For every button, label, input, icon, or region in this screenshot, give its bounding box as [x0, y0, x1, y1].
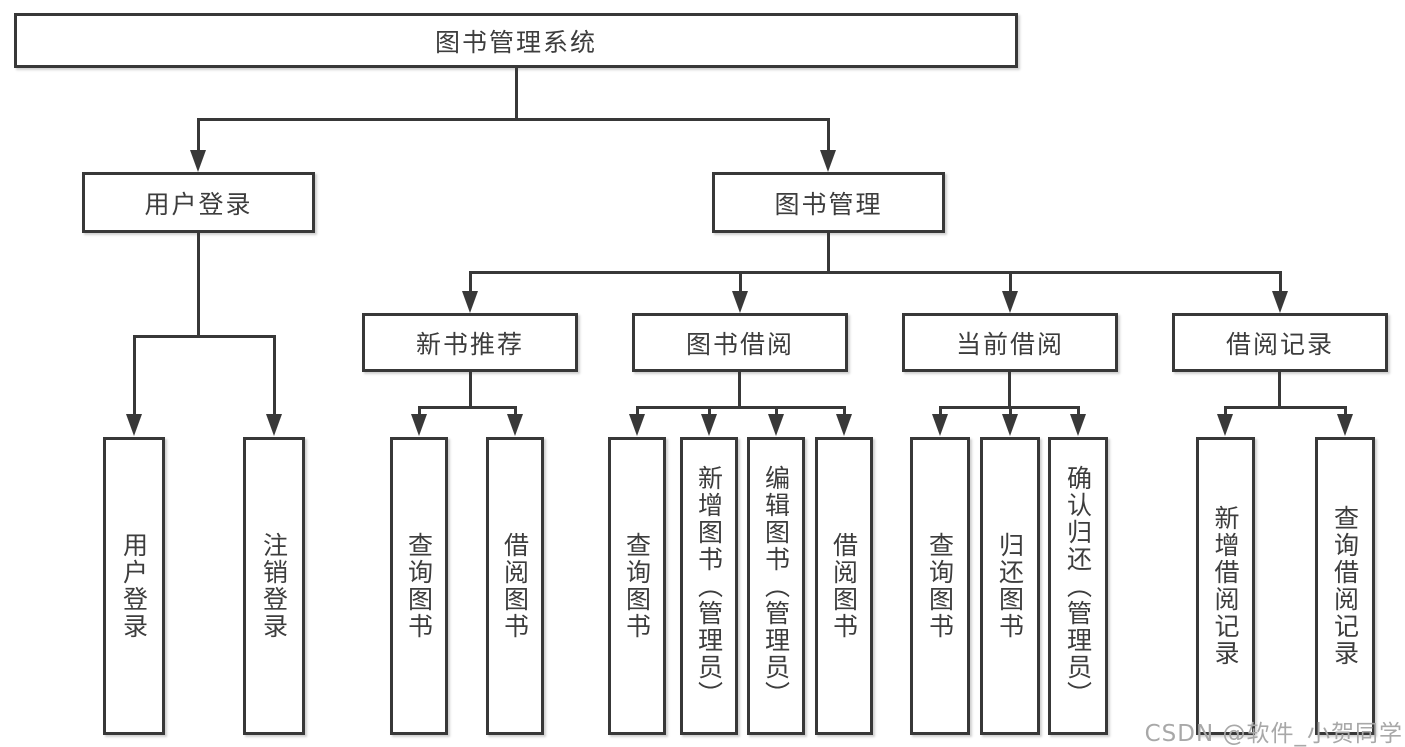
connector — [469, 271, 472, 295]
arrow-down-icon — [1002, 291, 1018, 313]
arrow-down-icon — [932, 414, 948, 436]
arrow-down-icon — [1002, 414, 1018, 436]
node-root-label: 图书管理系统 — [434, 27, 597, 57]
arrow-down-icon — [701, 414, 717, 436]
leaf-add-borrow-record: 新增借阅记录 — [1196, 437, 1255, 735]
connector — [133, 335, 136, 415]
connector — [514, 406, 517, 418]
arrow-down-icon — [266, 414, 282, 436]
leaf-logout-label: 注销登录 — [259, 532, 289, 640]
arrow-down-icon — [836, 414, 852, 436]
leaf-user-login: 用户登录 — [103, 437, 165, 735]
connector — [1009, 406, 1012, 418]
leaf-query-books-recommend: 查询图书 — [390, 437, 448, 735]
connector — [469, 271, 1281, 274]
arrow-down-icon — [411, 414, 427, 436]
connector — [739, 271, 742, 295]
connector — [775, 406, 778, 418]
leaf-borrow-books-recommend-label: 借阅图书 — [500, 532, 530, 640]
leaf-add-borrow-record-label: 新增借阅记录 — [1211, 505, 1240, 667]
leaf-query-books-current: 查询图书 — [910, 437, 970, 735]
arrow-down-icon — [190, 150, 206, 172]
arrow-down-icon — [1070, 414, 1086, 436]
connector — [197, 233, 200, 337]
leaf-query-books-borrowing-label: 查询图书 — [622, 532, 652, 640]
connector — [197, 118, 200, 152]
leaf-return-books: 归还图书 — [980, 437, 1040, 735]
node-book-borrowing-label: 图书借阅 — [685, 329, 794, 359]
leaf-borrow-books-label: 借阅图书 — [829, 532, 859, 640]
arrow-down-icon — [732, 291, 748, 313]
arrow-down-icon — [1272, 291, 1288, 313]
connector — [418, 406, 516, 409]
arrow-down-icon — [507, 414, 523, 436]
connector — [469, 372, 472, 408]
connector — [1279, 271, 1282, 295]
node-current-borrowing: 当前借阅 — [902, 313, 1118, 372]
connector — [843, 406, 846, 418]
arrow-down-icon — [768, 414, 784, 436]
node-user-login-label: 用户登录 — [144, 189, 253, 219]
leaf-edit-book-admin-label: 编辑图书（管理员） — [761, 464, 791, 708]
connector — [939, 406, 942, 418]
connector — [1077, 406, 1080, 418]
leaf-confirm-return-admin-label: 确认归还（管理员） — [1063, 464, 1093, 708]
node-borrow-records: 借阅记录 — [1172, 313, 1388, 372]
csdn-watermark: CSDN @软件_小贺同学 — [1144, 721, 1403, 747]
node-book-borrowing: 图书借阅 — [632, 313, 848, 372]
connector — [636, 406, 639, 418]
leaf-add-book-admin-label: 新增图书（管理员） — [694, 464, 724, 708]
leaf-borrow-books-recommend: 借阅图书 — [486, 437, 544, 735]
connector — [1224, 406, 1346, 409]
leaf-borrow-books: 借阅图书 — [815, 437, 873, 735]
node-book-management: 图书管理 — [712, 172, 945, 233]
connector — [708, 406, 711, 418]
leaf-query-books-current-label: 查询图书 — [925, 532, 955, 640]
connector — [133, 335, 275, 338]
leaf-query-books-recommend-label: 查询图书 — [404, 532, 434, 640]
leaf-query-borrow-record: 查询借阅记录 — [1315, 437, 1375, 735]
leaf-query-books-borrowing: 查询图书 — [608, 437, 666, 735]
leaf-edit-book-admin: 编辑图书（管理员） — [747, 437, 805, 735]
node-new-book-recommend: 新书推荐 — [362, 313, 578, 372]
connector — [1278, 372, 1281, 408]
node-book-management-label: 图书管理 — [774, 189, 883, 219]
connector — [827, 118, 830, 152]
leaf-return-books-label: 归还图书 — [995, 532, 1025, 640]
arrow-down-icon — [462, 291, 478, 313]
arrow-down-icon — [629, 414, 645, 436]
connector — [636, 406, 845, 409]
arrow-down-icon — [1337, 414, 1353, 436]
connector — [738, 372, 741, 408]
connector — [1009, 271, 1012, 295]
node-borrow-records-label: 借阅记录 — [1225, 329, 1334, 359]
leaf-add-book-admin: 新增图书（管理员） — [680, 437, 738, 735]
leaf-confirm-return-admin: 确认归还（管理员） — [1048, 437, 1108, 735]
connector — [273, 335, 276, 415]
leaf-user-login-label: 用户登录 — [119, 532, 149, 640]
arrow-down-icon — [126, 414, 142, 436]
connector — [1008, 372, 1011, 408]
connector — [1224, 406, 1227, 418]
connector — [827, 233, 830, 274]
node-current-borrowing-label: 当前借阅 — [955, 329, 1064, 359]
connector — [515, 68, 518, 121]
leaf-logout: 注销登录 — [243, 437, 305, 735]
connector — [418, 406, 421, 418]
node-user-login: 用户登录 — [82, 172, 315, 233]
node-root-system: 图书管理系统 — [14, 13, 1018, 68]
leaf-query-borrow-record-label: 查询借阅记录 — [1330, 505, 1360, 667]
connector — [197, 118, 830, 121]
arrow-down-icon — [1217, 414, 1233, 436]
connector — [1344, 406, 1347, 418]
node-new-book-recommend-label: 新书推荐 — [415, 329, 524, 359]
arrow-down-icon — [820, 150, 836, 172]
